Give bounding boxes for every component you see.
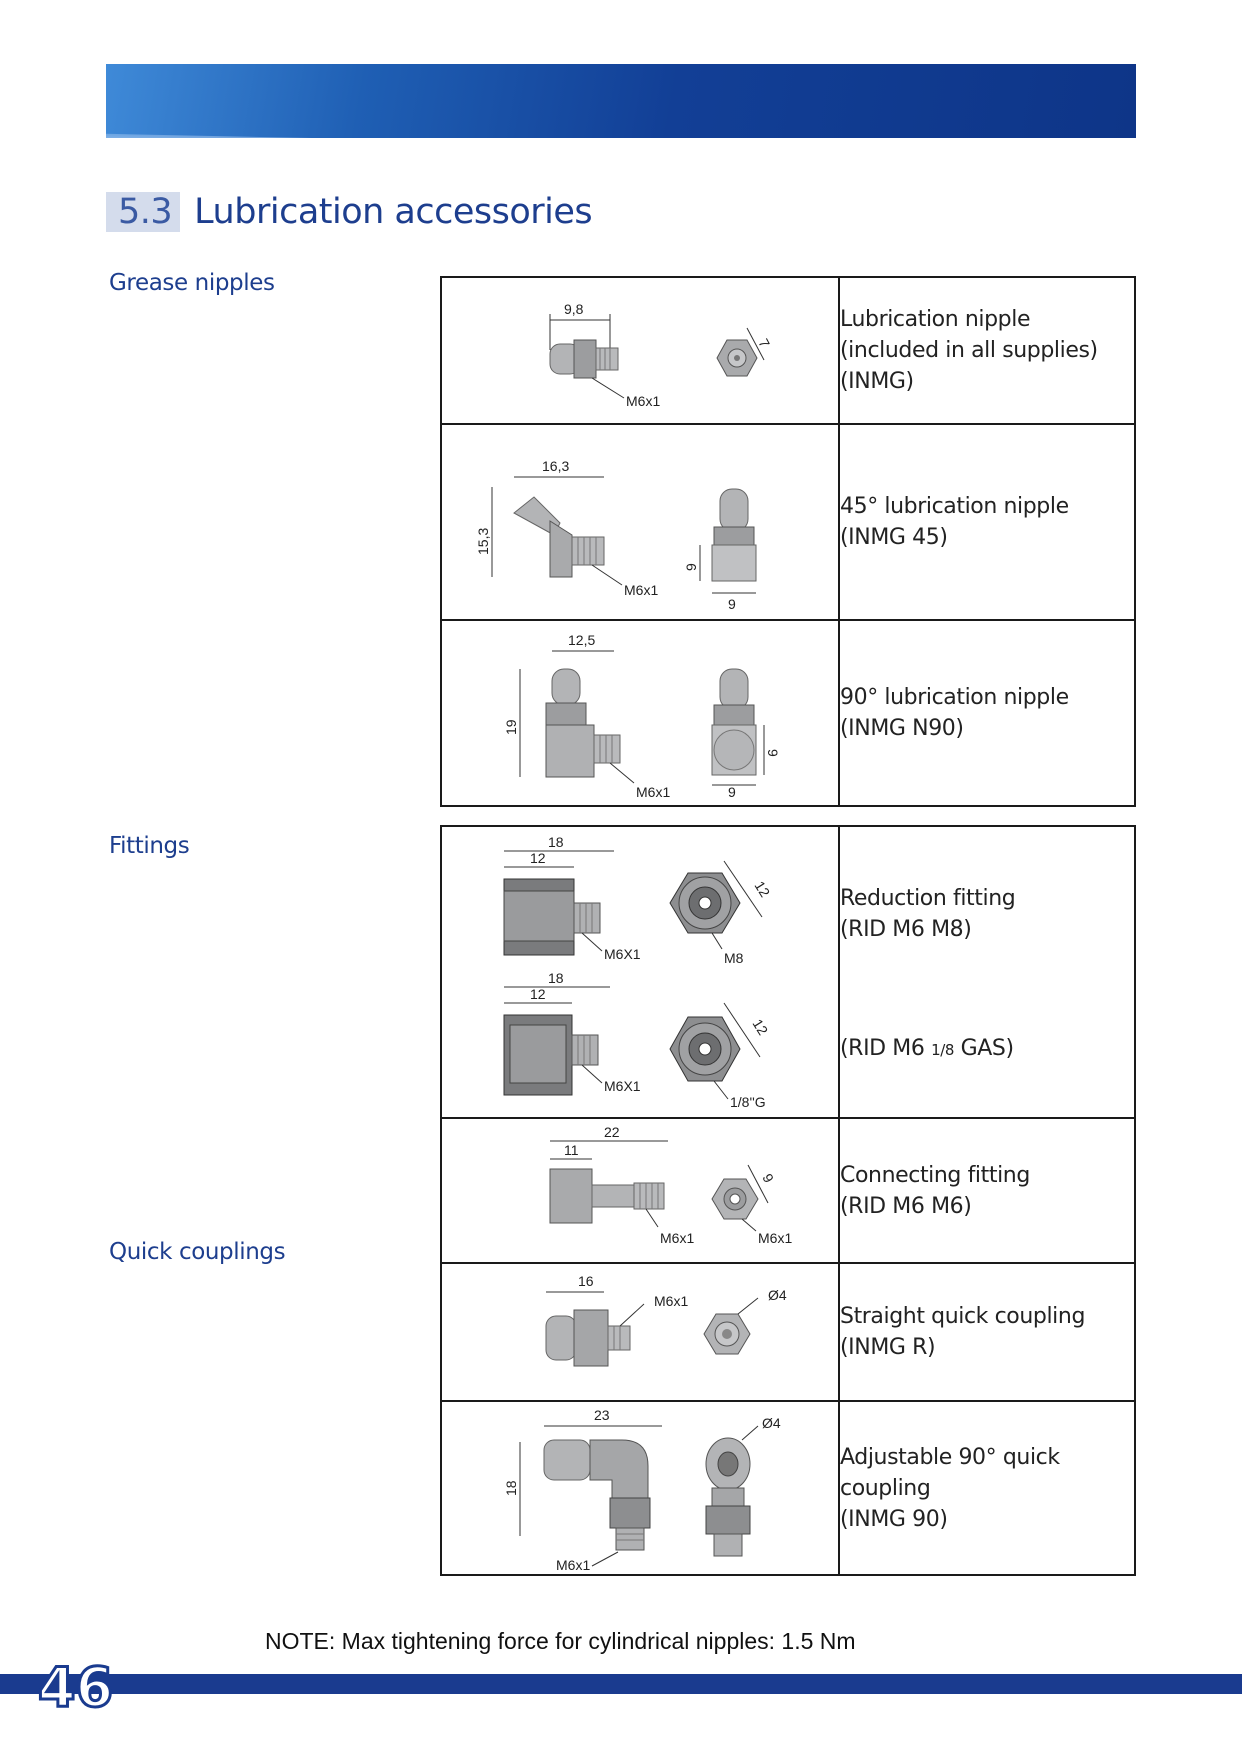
dim-label: Ø4 (762, 1415, 781, 1431)
category-quick-couplings: Quick couplings (109, 1239, 286, 1265)
dim-label: 18 (548, 970, 564, 986)
dim-label: Ø4 (768, 1287, 787, 1303)
product-description: 90° lubrication nipple (INMG N90) (838, 619, 1136, 807)
dim-label: 9 (765, 749, 781, 757)
dim-label: M6x1 (660, 1230, 694, 1246)
product-description: 45° lubrication nipple (INMG 45) (838, 423, 1136, 621)
product-image-rid-m6-m6: 22 11 M6x1 9 M6x1 (440, 1117, 840, 1264)
desc-line: (INMG 90) (840, 1506, 948, 1532)
footer-bar (0, 1674, 1242, 1694)
tightening-note: NOTE: Max tightening force for cylindric… (265, 1628, 856, 1654)
dim-label: 15,3 (475, 528, 491, 555)
desc-line: Reduction fitting (840, 886, 1016, 911)
dim-label: 9 (683, 563, 699, 571)
section-number: 5.3 (106, 192, 181, 232)
dim-label: M6x1 (654, 1293, 688, 1309)
product-description: Straight quick coupling (INMG R) (838, 1262, 1136, 1402)
table-row: 9,8 M6x1 7 Lubrication nipple (included … (440, 276, 1136, 425)
dim-label: 16 (578, 1273, 594, 1289)
desc-line: (INMG R) (840, 1335, 936, 1360)
product-description: Connecting fitting (RID M6 M6) (838, 1117, 1136, 1264)
dim-label: 11 (564, 1142, 579, 1158)
dim-label: 19 (503, 719, 519, 735)
desc-fraction: 1/8 (931, 1041, 955, 1059)
dim-label: M8 (724, 950, 744, 966)
dim-label: M6x1 (758, 1230, 792, 1246)
dim-label: 9 (759, 1171, 777, 1186)
dim-label: 9 (728, 596, 736, 612)
table-row: 12,5 19 M6x1 9 9 90° lubrica (440, 619, 1136, 807)
desc-text: (RID M6 (840, 1036, 932, 1061)
desc-line: 45° lubrication nipple (840, 494, 1069, 519)
dim-label: 7 (755, 336, 773, 351)
desc-line: (included in all supplies) (840, 338, 1098, 363)
product-image-inmg-45: 16,3 15,3 M6x1 9 9 (440, 423, 840, 621)
dim-label: 22 (604, 1124, 620, 1140)
header-banner (106, 64, 1136, 138)
dim-label: M6x1 (626, 393, 660, 409)
desc-line: (INMG 45) (840, 525, 948, 550)
dim-label: M6x1 (624, 582, 658, 598)
section-title-text: Lubrication accessories (194, 192, 593, 232)
table-row: 16 M6x1 Ø4 Straight quick coupling (INMG… (440, 1262, 1136, 1402)
fittings-table: 18 12 M6X1 12 M8 18 12 (440, 825, 1136, 1576)
page-number: 46 (36, 1655, 114, 1721)
desc-line: 90° lubrication nipple (840, 685, 1069, 710)
page-number-text: 46 (36, 1655, 114, 1721)
dim-label: 12 (751, 878, 773, 900)
dim-label: 16,3 (542, 458, 569, 474)
desc-line: Straight quick coupling (840, 1304, 1086, 1329)
dim-label: 12 (530, 986, 546, 1002)
dim-label: M6X1 (604, 946, 641, 962)
desc-text: GAS) (954, 1036, 1014, 1061)
product-image-inmg: 9,8 M6x1 7 (440, 276, 840, 425)
dim-label: M6x1 (636, 784, 670, 800)
desc-line: (INMG N90) (840, 716, 964, 741)
desc-line: (RID M6 M6) (840, 1193, 972, 1219)
dim-label: M6x1 (556, 1557, 590, 1573)
dim-label: 1/8''G (730, 1094, 766, 1110)
table-row: 23 18 M6x1 Ø4 Adjustable 90° quick c (440, 1400, 1136, 1576)
category-grease-nipples: Grease nipples (109, 270, 275, 296)
category-fittings: Fittings (109, 833, 190, 859)
product-image-rid-m6: 18 12 M6X1 12 M8 18 12 (440, 825, 840, 1119)
dim-label: 9,8 (564, 301, 584, 317)
dim-label: 9 (728, 784, 736, 800)
product-description: Adjustable 90° quick coupling (INMG 90) (838, 1400, 1136, 1576)
desc-line: Connecting fitting (840, 1162, 1030, 1188)
product-description: Lubrication nipple (included in all supp… (838, 276, 1136, 425)
desc-line-gas: (RID M6 1/8 GAS) (840, 1033, 1134, 1066)
dim-label: 23 (594, 1407, 610, 1423)
table-row: 16,3 15,3 M6x1 9 9 45° lubrication nippl… (440, 423, 1136, 621)
desc-line: Adjustable 90° quick coupling (840, 1444, 1060, 1501)
dim-label: 12 (530, 850, 546, 866)
desc-line: (RID M6 M8) (840, 917, 972, 942)
dim-label: M6X1 (604, 1078, 641, 1094)
product-image-inmg-90: 23 18 M6x1 Ø4 (440, 1400, 840, 1576)
dim-label: 18 (503, 1480, 519, 1496)
product-description: Reduction fitting (RID M6 M8) (RID M6 1/… (838, 825, 1136, 1119)
product-image-inmg-n90: 12,5 19 M6x1 9 9 (440, 619, 840, 807)
desc-line: (INMG) (840, 369, 914, 394)
dim-label: 12,5 (568, 632, 595, 648)
dim-label: 12 (749, 1016, 771, 1038)
table-row: 18 12 M6X1 12 M8 18 12 (440, 825, 1136, 1119)
grease-nipples-table: 9,8 M6x1 7 Lubrication nipple (included … (440, 276, 1136, 807)
dim-label: 18 (548, 834, 564, 850)
product-image-inmg-r: 16 M6x1 Ø4 (440, 1262, 840, 1402)
desc-line: Lubrication nipple (840, 307, 1031, 332)
table-row: 22 11 M6x1 9 M6x1 Connecting fitting (RI (440, 1117, 1136, 1264)
section-title: 5.3 Lubrication accessories (106, 192, 593, 232)
